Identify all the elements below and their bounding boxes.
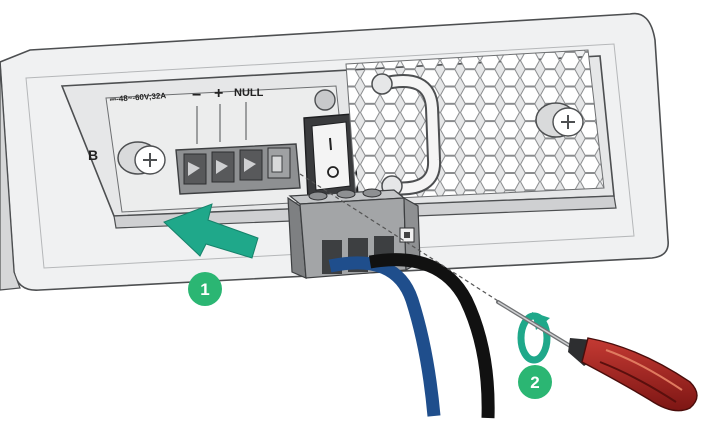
step-badge-2: 2 xyxy=(518,365,552,399)
terminal-label-plus: + xyxy=(214,85,223,102)
cable-blue xyxy=(328,256,441,417)
step-number-2: 2 xyxy=(530,373,539,392)
slot-label: B xyxy=(88,147,98,163)
status-indicator xyxy=(314,89,336,111)
step-badge-1: 1 xyxy=(188,272,222,306)
power-switch xyxy=(303,113,359,201)
insert-direction-arrow xyxy=(163,203,259,259)
cable-black xyxy=(368,253,495,419)
right-captive-screw xyxy=(535,102,584,138)
terminal-label-minus: − xyxy=(192,87,201,104)
dc-input-terminal-socket xyxy=(175,143,301,195)
terminal-leader-lines xyxy=(196,102,247,144)
left-captive-screw xyxy=(117,141,166,175)
step-number-1: 1 xyxy=(200,280,209,299)
terminal-label-null: NULL xyxy=(234,87,264,99)
screwdriver xyxy=(496,300,698,412)
power-rating-label: ⎓-48~-60V;32A xyxy=(110,91,167,104)
